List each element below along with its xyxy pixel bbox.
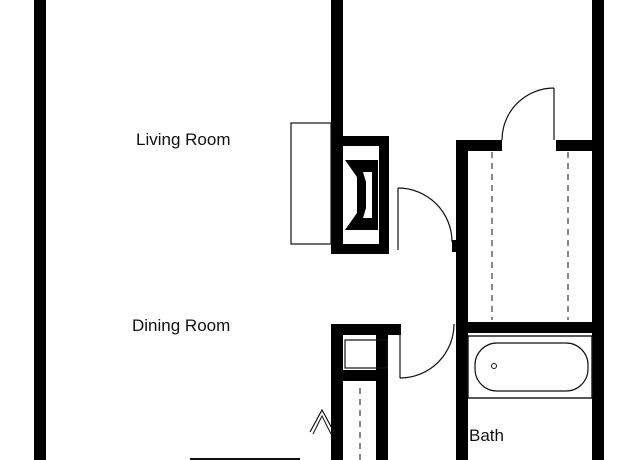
- dining-wall-left: [331, 324, 343, 380]
- small-wall-stub: [452, 240, 460, 252]
- bath-label: Bath: [469, 426, 504, 445]
- left-exterior-wall: [34, 0, 46, 460]
- hall-wall-left: [331, 380, 343, 460]
- closet-door-swing: [501, 87, 555, 141]
- hearth-outline: [290, 122, 332, 245]
- center-wall-upper: [331, 0, 343, 146]
- bathtub-inner: [474, 342, 589, 392]
- dining-room-label: Dining Room: [132, 316, 230, 335]
- right-exterior-wall: [592, 0, 604, 460]
- bath-door-swing: [399, 323, 455, 379]
- bathtub-outer: [467, 335, 593, 399]
- bath-wall-top: [456, 322, 604, 333]
- closet-wall-top-right: [556, 140, 604, 151]
- bathtub-drain: [491, 363, 497, 369]
- bifold-door: [309, 408, 335, 433]
- bifold-door-inner: [312, 414, 332, 435]
- hall-wall-right: [376, 380, 388, 460]
- closet-wall-left: [456, 140, 468, 330]
- fireplace-firebox-inner: [363, 172, 372, 218]
- utility-wall-bottom: [331, 370, 388, 381]
- utility-box: [344, 339, 388, 369]
- utility-wall-right: [376, 324, 388, 380]
- living-door-swing: [397, 187, 453, 243]
- closet-wall-top-left: [456, 140, 502, 151]
- dining-wall-top: [331, 324, 401, 335]
- living-room-label: Living Room: [136, 130, 231, 149]
- bath-wall-left: [456, 322, 468, 460]
